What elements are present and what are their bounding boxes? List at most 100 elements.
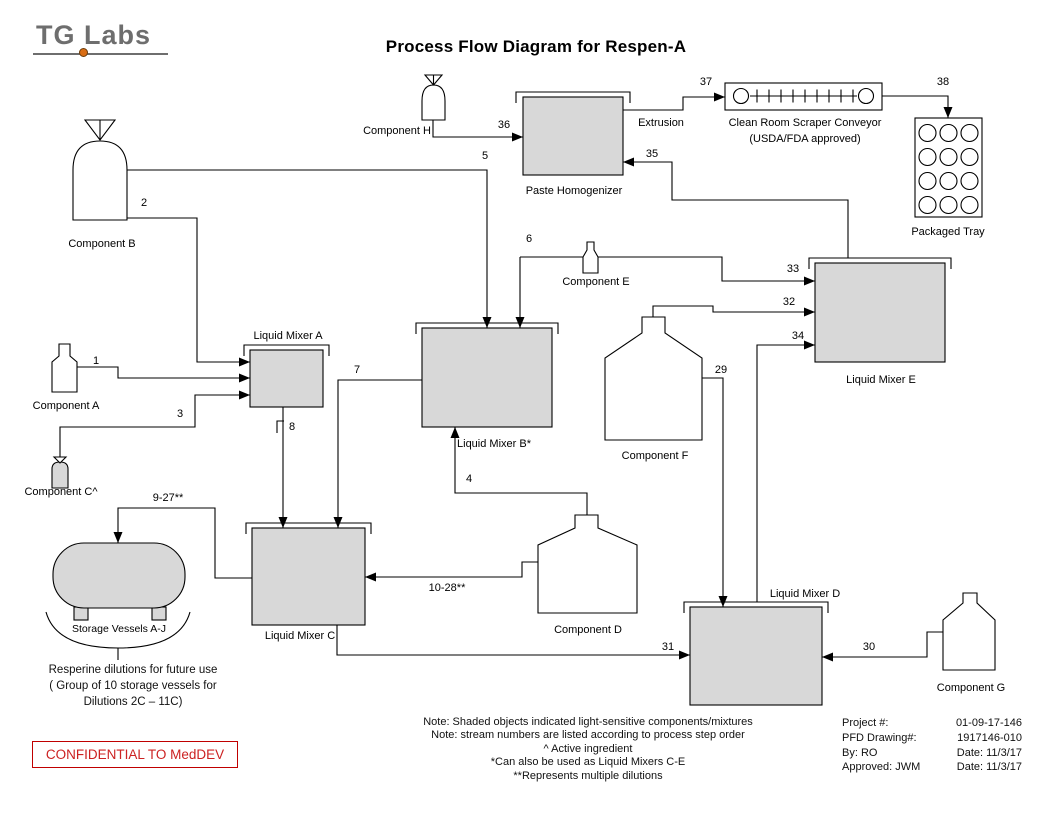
stream-label-32: 32 (782, 296, 796, 308)
liquid-mixer-c-lid (245, 522, 372, 534)
project-number-label: Project #: (842, 717, 889, 729)
conveyor-wheel-right (857, 87, 875, 105)
stream-31-line (336, 625, 690, 660)
stream-38-line (882, 95, 953, 118)
stream-4-line (450, 427, 588, 515)
stream-label-3: 3 (176, 408, 184, 420)
note-line2: Note: stream numbers are listed accordin… (431, 729, 745, 742)
approved-label: Approved: JWM (842, 761, 921, 774)
label-conveyor-line1: Clean Room Scraper Conveyor (728, 117, 882, 129)
stream-label-6: 6 (525, 233, 533, 245)
stream-label-29: 29 (714, 364, 728, 376)
label-extrusion: Extrusion (638, 117, 684, 129)
stream-label-38: 38 (936, 76, 950, 88)
stream-label-10-28: 10-28** (428, 582, 466, 594)
component-h-vessel (421, 84, 446, 121)
liquid-mixer-c-box (251, 527, 366, 626)
label-liquid-mixer-d: Liquid Mixer D (769, 588, 841, 600)
project-number-value: 01-09-17-146 (955, 717, 1022, 729)
stream-label-33: 33 (786, 263, 800, 275)
note-line1: Note: Shaded objects indicated light-sen… (423, 716, 753, 728)
stream-35-line (623, 157, 849, 258)
label-paste-homogenizer: Paste Homogenizer (525, 185, 623, 197)
by-label: By: RO (842, 746, 878, 759)
note-line3: ^ Active ingredient (543, 742, 633, 755)
stream-3-line (59, 390, 250, 457)
confidential-stamp: CONFIDENTIAL TO MedDEV (32, 741, 238, 768)
project-row: Project #: 01-09-17-146 (842, 716, 1022, 731)
storage-note: Resperine dilutions for future use ( Gro… (49, 662, 218, 710)
stream-label-35: 35 (645, 148, 659, 160)
stream-36-line (432, 120, 523, 142)
component-g-jug (942, 592, 996, 671)
label-liquid-mixer-a: Liquid Mixer A (253, 330, 323, 342)
storage-vessel-leg-right (151, 606, 167, 621)
page-title: Process Flow Diagram for Respen-A (385, 37, 687, 56)
stream-5-line (127, 169, 492, 328)
component-b-vessel (72, 140, 128, 221)
label-component-b: Component B (68, 238, 136, 250)
conveyor-scrapers (756, 89, 854, 103)
diagram-notes: Note: Shaded objects indicated light-sen… (423, 716, 753, 783)
label-component-e: Component E (562, 276, 630, 288)
stream-29-line (702, 377, 728, 607)
label-liquid-mixer-b: Liquid Mixer B* (457, 438, 531, 450)
stream-2-line (127, 217, 250, 367)
stream-34-line (756, 340, 815, 602)
note-line4: *Can also be used as Liquid Mixers C-E (490, 756, 686, 769)
stream-label-30: 30 (862, 641, 876, 653)
conveyor-wheel-left (732, 87, 750, 105)
project-row: By: RO Date: 11/3/17 (842, 746, 1022, 761)
label-liquid-mixer-c: Liquid Mixer C (264, 630, 336, 642)
stream-label-37: 37 (699, 76, 713, 88)
logo-text: TG Labs (36, 20, 152, 50)
liquid-mixer-e-lid (808, 257, 952, 269)
stream-1-line (77, 366, 250, 383)
pfd-drawing-label: PFD Drawing#: (842, 731, 917, 744)
stream-37-extrusion-line (623, 92, 725, 111)
storage-note-line1: Resperine dilutions for future use (48, 664, 218, 676)
stream-label-1: 1 (92, 355, 100, 367)
note-line5: **Represents multiple dilutions (513, 769, 663, 782)
label-component-h: Component H (363, 125, 431, 137)
stream-10-28-line (365, 561, 538, 582)
storage-note-line2: ( Group of 10 storage vessels for (49, 680, 217, 692)
logo-dot (79, 48, 88, 57)
label-component-a: Component A (32, 400, 100, 412)
project-row: Approved: JWM Date: 11/3/17 (842, 760, 1022, 775)
stream-label-2: 2 (140, 197, 148, 209)
liquid-mixer-e-box (814, 262, 946, 363)
label-component-g: Component G (936, 682, 1006, 694)
liquid-mixer-a-box (249, 349, 324, 408)
label-packaged-tray: Packaged Tray (911, 226, 985, 238)
paste-homogenizer-box (522, 96, 624, 176)
label-component-c: Component C^ (24, 486, 98, 498)
stream-label-9-27: 9-27** (152, 492, 184, 504)
liquid-mixer-d-lid (683, 601, 829, 613)
project-row: PFD Drawing#: 1917146-010 (842, 731, 1022, 746)
label-liquid-mixer-e: Liquid Mixer E (846, 374, 916, 386)
component-e-bottle (582, 241, 599, 274)
by-date-value: Date: 11/3/17 (956, 746, 1022, 759)
component-c-funnel (52, 456, 68, 464)
stream-label-5: 5 (481, 150, 489, 162)
stream-7-line (333, 379, 422, 528)
liquid-mixer-d-box (689, 606, 823, 706)
approved-date-value: Date: 11/3/17 (956, 761, 1022, 774)
liquid-mixer-b-box (421, 327, 553, 428)
stream-9-27-line (113, 507, 252, 579)
packaged-tray-wells (918, 123, 979, 215)
label-storage-vessels: Storage Vessels A-J (72, 623, 166, 635)
storage-vessel-leg-left (73, 606, 89, 621)
stream-33-line (520, 256, 815, 286)
label-conveyor-line2: (USDA/FDA approved) (749, 133, 861, 145)
logo-underline (33, 53, 168, 55)
component-f-jug (604, 316, 703, 441)
storage-vessel-tank (52, 542, 186, 609)
stream-label-7: 7 (353, 364, 361, 376)
project-info-block: Project #: 01-09-17-146 PFD Drawing#: 19… (842, 716, 1022, 775)
component-a-bottle (51, 343, 78, 393)
stream-8-tick (276, 420, 284, 433)
